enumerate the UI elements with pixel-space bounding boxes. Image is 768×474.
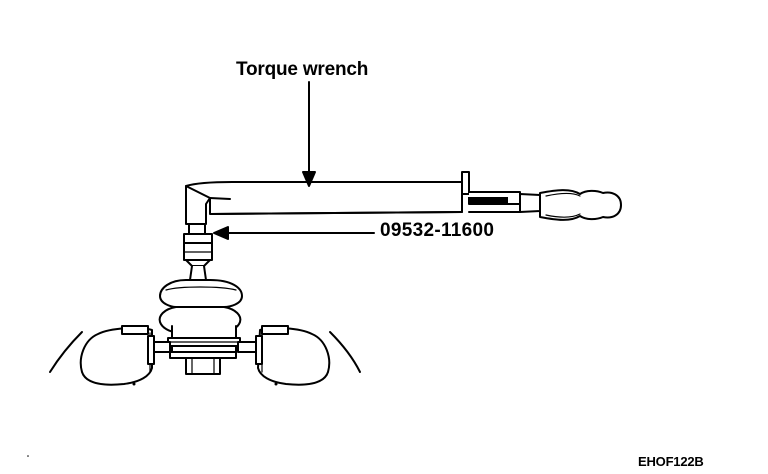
axle-boot-assembly-icon (49, 279, 361, 386)
torque-wrench-label: Torque wrench (236, 59, 369, 80)
special-tool-socket-icon (183, 223, 213, 281)
special-tool-number-label: 09532-11600 (380, 220, 495, 241)
torque-wrench-callout-arrow (302, 81, 316, 187)
special-tool-callout-arrow (213, 226, 375, 240)
torque-wrench-icon (185, 171, 622, 225)
figure-code-label: EHOF122B (638, 454, 704, 469)
